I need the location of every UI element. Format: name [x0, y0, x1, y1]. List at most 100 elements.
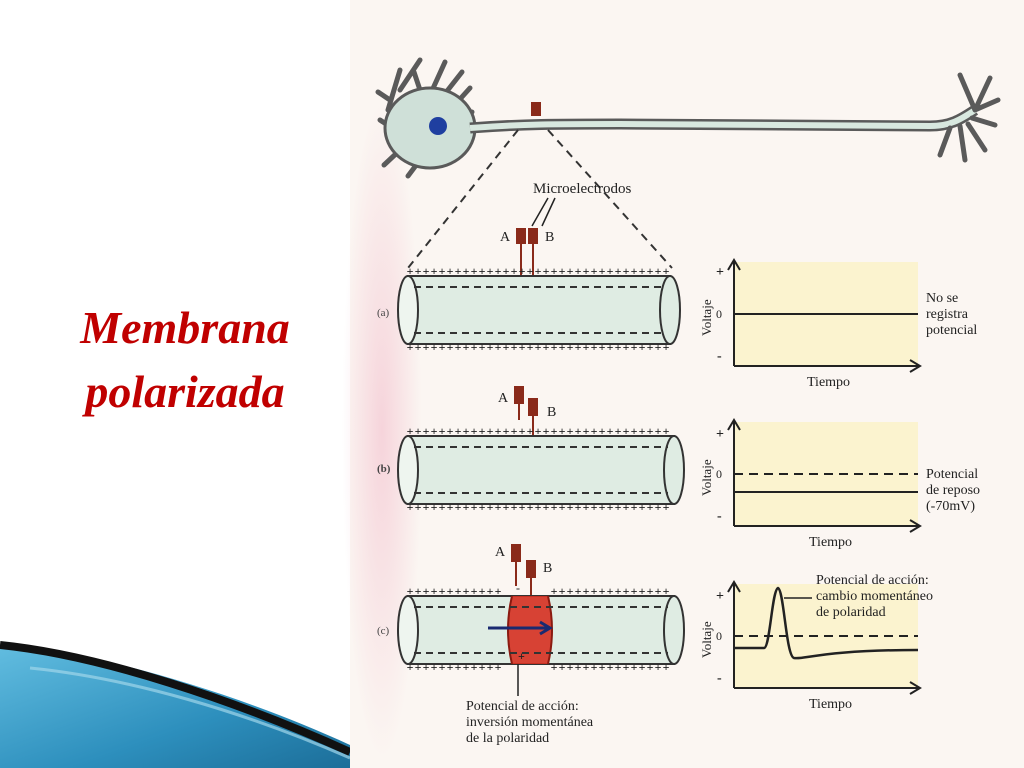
- charge-symbol: +: [551, 424, 558, 438]
- panel-a: (a) A B ++++++++++++++++++++++++++++++++…: [377, 228, 977, 390]
- charge-symbol: +: [503, 424, 510, 438]
- charge-symbol: +: [631, 500, 638, 514]
- charge-symbol: +: [431, 264, 438, 278]
- panel-a-letter: (a): [377, 307, 390, 319]
- charge-symbol: +: [455, 340, 462, 354]
- charge-symbol: +: [551, 660, 558, 674]
- charge-symbol: +: [439, 584, 446, 598]
- charge-symbol: +: [551, 584, 558, 598]
- charge-symbol: +: [631, 660, 638, 674]
- voltage-graph-c: + 0 - Voltaje Tiempo: [699, 580, 922, 712]
- charge-symbol: +: [511, 424, 518, 438]
- charge-row-top-a: +++++++++++++++++++++++++++++++++: [407, 264, 670, 278]
- charge-symbol: +: [431, 584, 438, 598]
- charge-symbol: +: [495, 500, 502, 514]
- charge-symbol: +: [503, 500, 510, 514]
- charge-symbol: +: [663, 500, 670, 514]
- charge-symbol: +: [551, 500, 558, 514]
- electrode-a-b: [514, 386, 524, 404]
- charge-symbol: +: [543, 340, 550, 354]
- charge-symbol: +: [575, 340, 582, 354]
- depolarized-region: [508, 596, 552, 664]
- electrode-a-label: A: [500, 230, 511, 245]
- charge-symbol: +: [543, 424, 550, 438]
- charge-symbol: +: [655, 264, 662, 278]
- graph-b-plus: +: [716, 427, 724, 442]
- charge-symbol: +: [639, 500, 646, 514]
- charge-symbol: +: [487, 660, 494, 674]
- charge-symbol: +: [615, 500, 622, 514]
- charge-symbol: +: [631, 264, 638, 278]
- charge-symbol: +: [431, 660, 438, 674]
- charge-symbol: +: [447, 500, 454, 514]
- charge-symbol: +: [591, 340, 598, 354]
- panel-a-note-line-1: No se: [926, 291, 958, 306]
- charge-symbol: +: [527, 264, 534, 278]
- charge-symbol: +: [575, 264, 582, 278]
- charge-symbol: +: [487, 500, 494, 514]
- charge-symbol: +: [615, 424, 622, 438]
- charge-symbol: +: [495, 660, 502, 674]
- charge-symbol: +: [599, 500, 606, 514]
- charge-symbol: +: [663, 424, 670, 438]
- charge-symbol: +: [407, 264, 414, 278]
- axon-cylinder-b: [397, 435, 685, 505]
- charge-symbol: +: [583, 340, 590, 354]
- trace-c-action-potential: [734, 586, 919, 660]
- graph-b-ylabel: Voltaje: [699, 459, 714, 496]
- charge-symbol: +: [471, 500, 478, 514]
- bottom-note-line-3: de la polaridad: [466, 731, 549, 746]
- electrode-a-c: [511, 544, 521, 562]
- charge-symbol: +: [431, 340, 438, 354]
- charge-symbol: +: [479, 500, 486, 514]
- charge-symbol: +: [455, 660, 462, 674]
- charge-symbol: +: [559, 264, 566, 278]
- charge-symbol: +: [471, 340, 478, 354]
- charge-symbol: +: [511, 264, 518, 278]
- charge-symbol: +: [575, 424, 582, 438]
- charge-symbol: +: [511, 500, 518, 514]
- charge-symbol: +: [543, 264, 550, 278]
- graph-a-minus: -: [717, 349, 722, 364]
- electrode-b-c: [526, 560, 536, 578]
- charge-symbol: +: [591, 424, 598, 438]
- panel-c-note-line-1: Potencial de acción:: [816, 573, 929, 588]
- charge-symbol: +: [615, 660, 622, 674]
- charge-symbol: +: [615, 340, 622, 354]
- charge-symbol: +: [655, 340, 662, 354]
- axon-cylinder-a: [397, 275, 681, 345]
- reversed-charge-top: -: [516, 581, 520, 595]
- charge-symbol: +: [415, 424, 422, 438]
- charge-symbol: +: [415, 264, 422, 278]
- charge-symbol: +: [463, 584, 470, 598]
- charge-symbol: +: [471, 264, 478, 278]
- charge-symbol: +: [567, 424, 574, 438]
- graph-a-zero: 0: [716, 307, 722, 321]
- graph-a-plus: +: [716, 265, 724, 280]
- voltage-graph-b: + 0 - Voltaje Tiempo: [699, 418, 922, 550]
- charge-symbol: +: [455, 424, 462, 438]
- charge-symbol: +: [607, 264, 614, 278]
- charge-symbol: +: [559, 424, 566, 438]
- charge-symbol: +: [503, 264, 510, 278]
- charge-symbol: +: [463, 660, 470, 674]
- voltage-graph-a: + 0 - Voltaje Tiempo: [699, 258, 922, 390]
- charge-symbol: +: [439, 264, 446, 278]
- charge-symbol: +: [415, 660, 422, 674]
- charge-symbol: +: [519, 500, 526, 514]
- charge-symbol: +: [567, 264, 574, 278]
- charge-symbol: +: [463, 424, 470, 438]
- charge-symbol: +: [647, 660, 654, 674]
- charge-row-bottom-c: +++++++++++++++++++++++++++: [407, 660, 670, 674]
- charge-symbol: +: [583, 424, 590, 438]
- panel-b-note-line-1: Potencial: [926, 467, 978, 482]
- charge-symbol: +: [463, 500, 470, 514]
- charge-symbol: +: [471, 584, 478, 598]
- charge-symbol: +: [607, 424, 614, 438]
- charge-symbol: +: [415, 584, 422, 598]
- charge-symbol: +: [559, 660, 566, 674]
- charge-symbol: +: [599, 424, 606, 438]
- figure-pink-glow: [342, 100, 422, 760]
- charge-symbol: +: [559, 584, 566, 598]
